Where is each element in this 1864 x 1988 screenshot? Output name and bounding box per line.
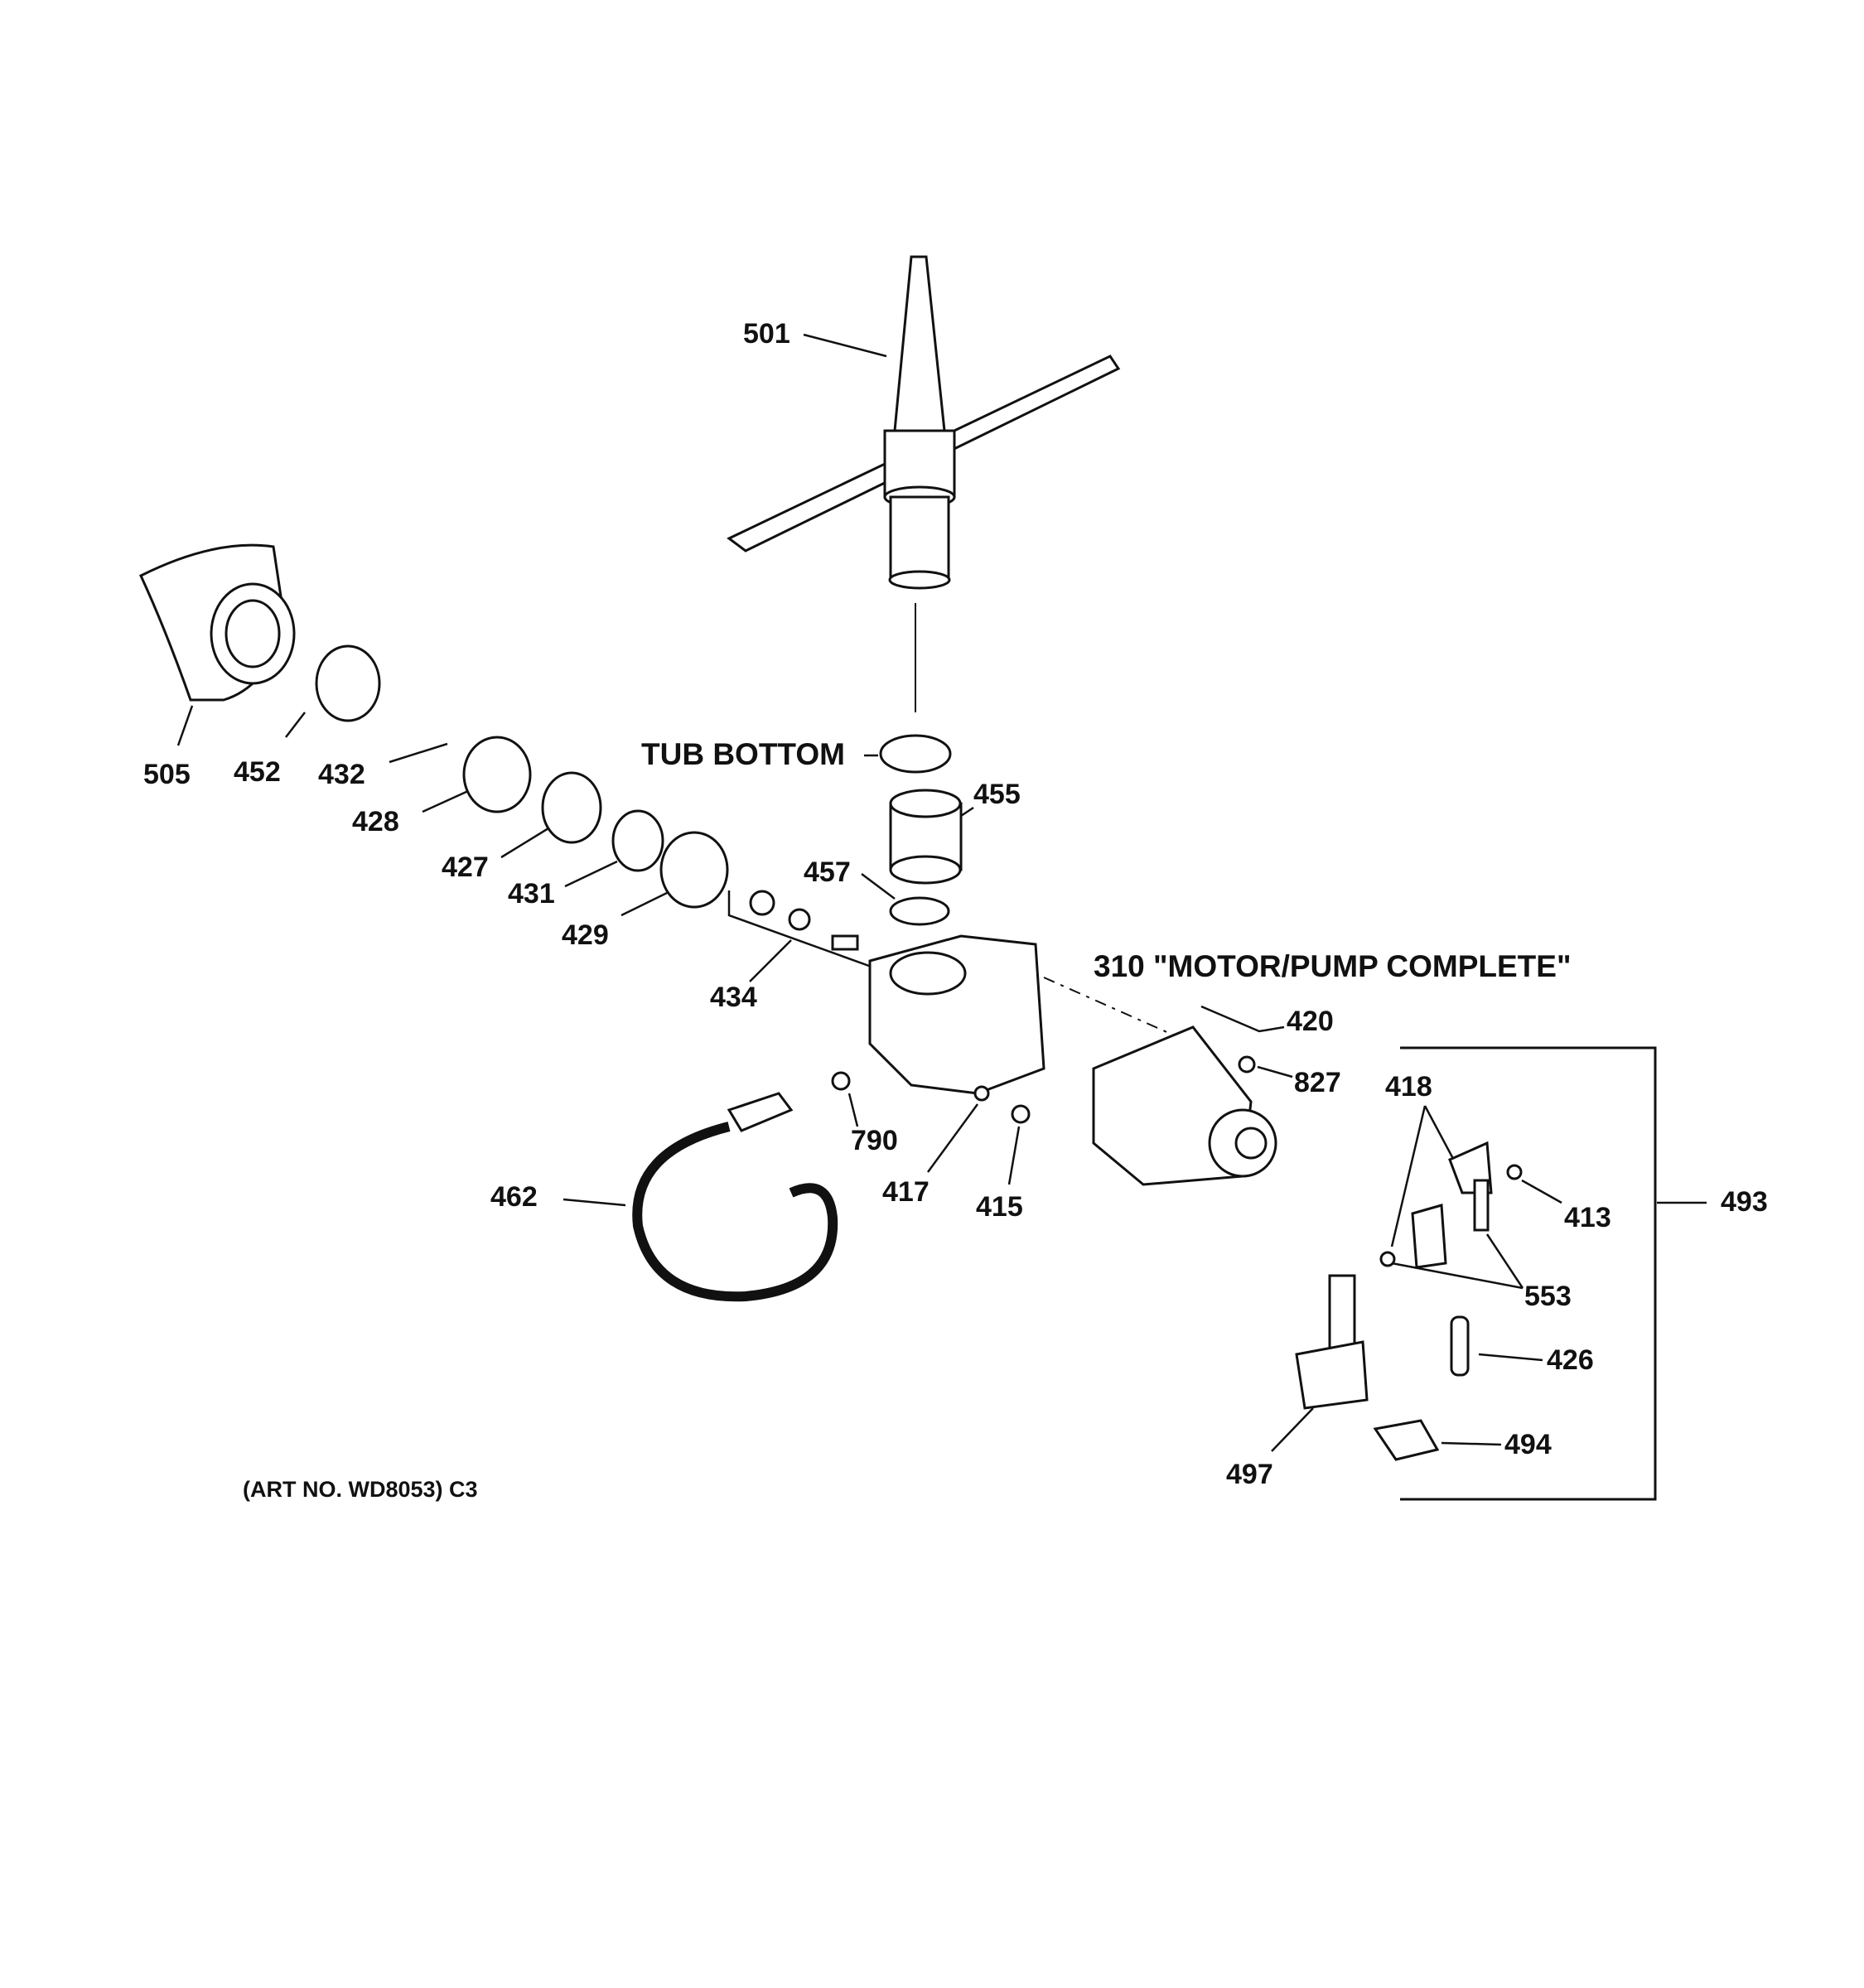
assembly-493-bracket — [1400, 1046, 1657, 1501]
wire-420-drawing — [1200, 1005, 1285, 1033]
tub-bottom-ring — [879, 734, 952, 774]
label-553: 553 — [1524, 1281, 1572, 1312]
label-462: 462 — [490, 1181, 538, 1213]
spring-418-drawing — [1379, 1105, 1493, 1269]
clamp-457-drawing — [889, 896, 950, 926]
clamp-452-drawing — [315, 644, 381, 722]
label-455: 455 — [973, 779, 1021, 810]
label-827: 827 — [1294, 1067, 1341, 1098]
gasket-455-drawing — [889, 789, 974, 885]
motor-drawing — [1092, 1025, 1277, 1186]
washer-417-drawing — [973, 1085, 990, 1102]
impeller-429-drawing — [659, 831, 729, 909]
label-426: 426 — [1547, 1344, 1594, 1376]
art-number: (ART NO. WD8053) C3 — [243, 1477, 478, 1502]
ring-431-drawing — [611, 809, 664, 872]
label-429: 429 — [562, 919, 609, 951]
label-493: 493 — [1721, 1186, 1768, 1218]
label-motor-pump-complete: 310 "MOTOR/PUMP COMPLETE" — [1094, 949, 1572, 983]
label-434: 434 — [710, 982, 757, 1013]
label-431: 431 — [508, 878, 555, 910]
seal-kit-434-drawing — [727, 890, 879, 982]
spring-553-drawing — [1391, 1179, 1524, 1290]
nut-415-drawing — [1011, 1104, 1031, 1124]
label-497: 497 — [1226, 1459, 1273, 1490]
pump-housing-drawing — [868, 934, 1194, 1095]
screw-827-drawing — [1238, 1055, 1256, 1074]
solenoid-494-drawing — [1373, 1419, 1440, 1461]
hose-462-drawing — [563, 1092, 838, 1302]
label-418: 418 — [1385, 1071, 1432, 1103]
label-427: 427 — [442, 852, 489, 883]
clip-790-drawing — [831, 1071, 851, 1091]
label-413: 413 — [1564, 1202, 1611, 1233]
label-tub-bottom: TUB BOTTOM — [641, 737, 845, 771]
sump-inlet-drawing — [139, 543, 296, 746]
label-432: 432 — [318, 759, 365, 790]
label-790: 790 — [851, 1125, 898, 1156]
label-417: 417 — [882, 1176, 930, 1208]
label-457: 457 — [804, 856, 851, 888]
label-501: 501 — [743, 318, 790, 350]
pin-426-drawing — [1450, 1315, 1470, 1377]
label-415: 415 — [976, 1191, 1023, 1223]
bracket-497-drawing — [1271, 1274, 1369, 1452]
spray-arm-assembly-drawing — [727, 255, 1121, 590]
screen-427-drawing — [541, 771, 602, 844]
label-428: 428 — [352, 806, 399, 837]
ring-413-drawing — [1506, 1164, 1523, 1180]
label-420: 420 — [1287, 1006, 1334, 1037]
chopper-428-drawing — [462, 736, 532, 813]
label-494: 494 — [1504, 1429, 1552, 1460]
label-452: 452 — [234, 756, 281, 788]
label-505: 505 — [143, 759, 191, 790]
